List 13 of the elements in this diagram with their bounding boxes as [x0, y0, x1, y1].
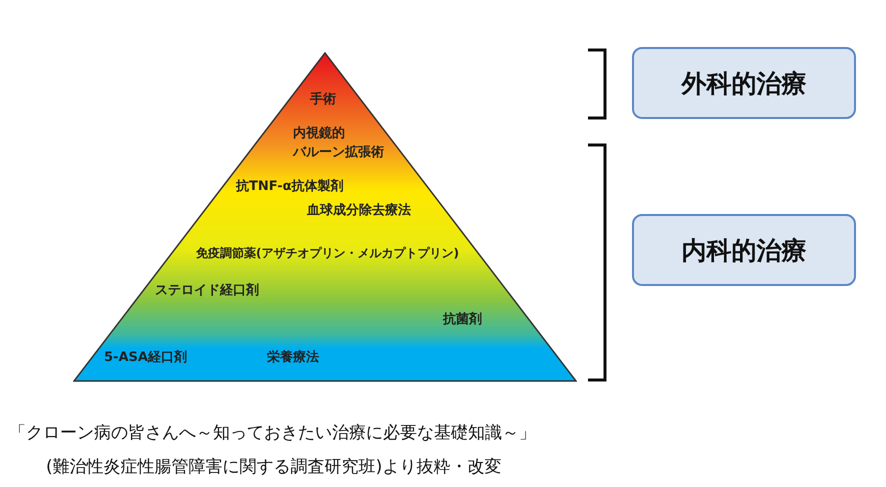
source-note: (難治性炎症性腸管障害に関する調査研究班)より抜粋・改変: [46, 456, 502, 478]
treatment-label: 5-ASA経口剤: [104, 348, 187, 367]
treatment-label: 手術: [310, 90, 336, 109]
treatment-label: 免疫調節薬(アザチオプリン・メルカプトプリン): [196, 245, 459, 262]
category-box: 内科的治療: [632, 214, 856, 286]
treatment-label: 栄養療法: [267, 348, 319, 367]
treatment-label: 抗TNF-α抗体製剤: [236, 178, 344, 196]
source-note: 「クローン病の皆さんへ～知っておきたい治療に必要な基礎知識～」: [9, 422, 536, 444]
category-box: 外科的治療: [632, 47, 856, 119]
treatment-label: 血球成分除去療法: [307, 202, 411, 220]
treatment-label: 抗菌剤: [443, 310, 482, 329]
treatment-label: ステロイド経口剤: [155, 282, 259, 300]
treatment-label: 内視鏡的バルーン拡張術: [293, 124, 384, 162]
